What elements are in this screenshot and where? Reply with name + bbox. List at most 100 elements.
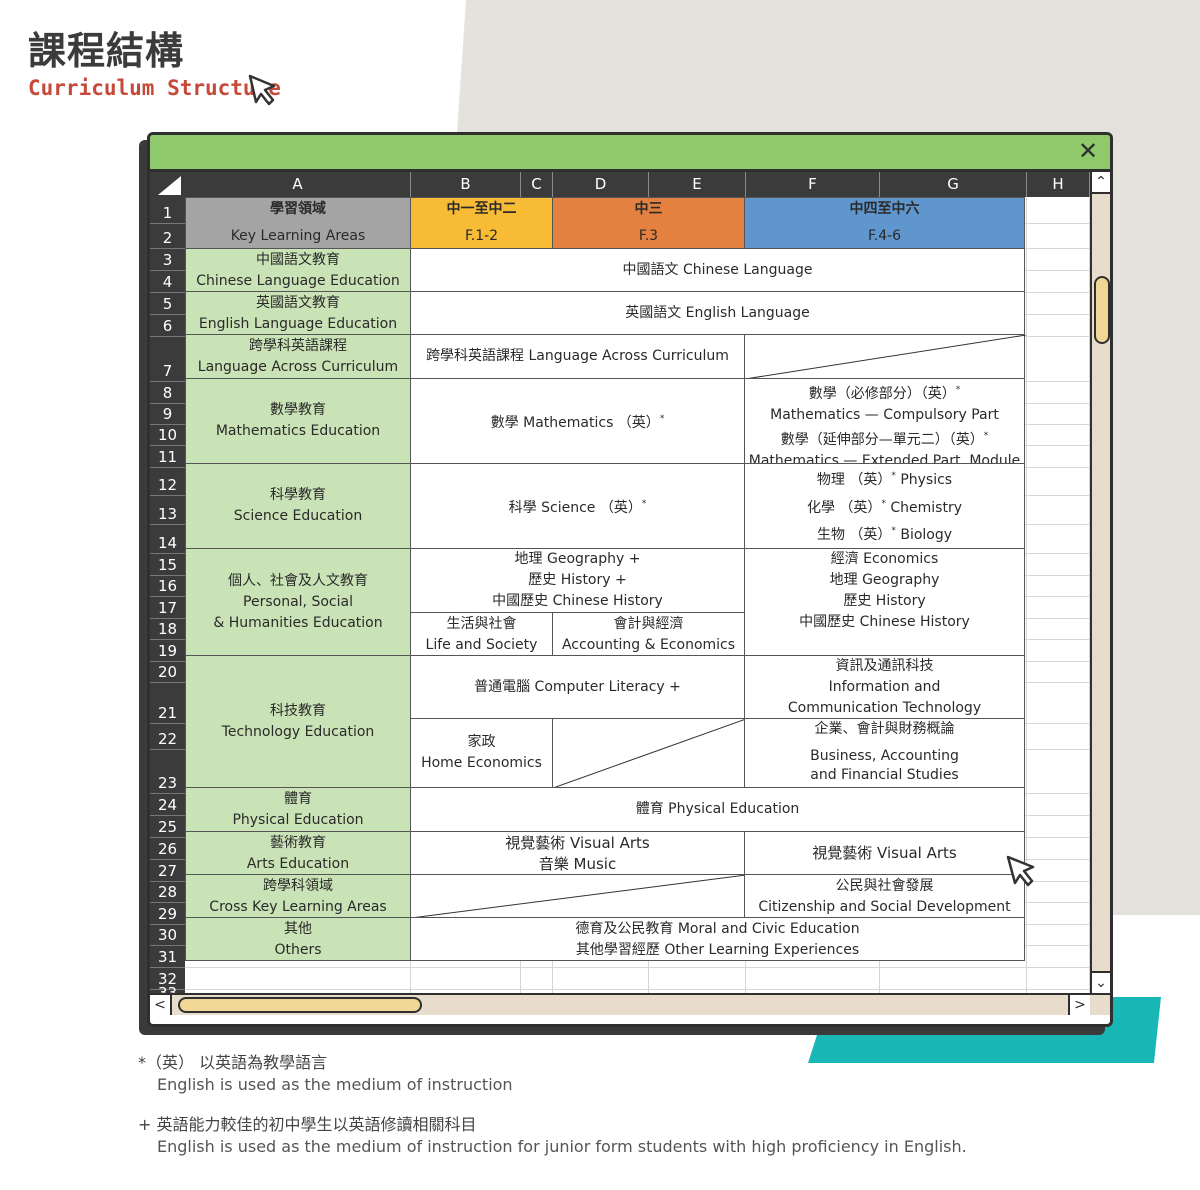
footnote-plus: + 英語能力較佳的初中學生以英語修讀相關科目 English is used a…: [138, 1115, 967, 1156]
row-header-32[interactable]: 32: [150, 968, 185, 990]
column-header-g[interactable]: G: [880, 172, 1027, 197]
chevron-left-icon[interactable]: <: [150, 995, 172, 1015]
row-header-20[interactable]: 20: [150, 662, 185, 683]
row-header-3[interactable]: 3: [150, 249, 185, 271]
row-header-27[interactable]: 27: [150, 860, 185, 882]
row-header-12[interactable]: 12: [150, 468, 185, 496]
row-header-26[interactable]: 26: [150, 838, 185, 860]
row-header-21[interactable]: 21: [150, 683, 185, 724]
column-header-a[interactable]: A: [185, 172, 411, 197]
row-header-19[interactable]: 19: [150, 640, 185, 662]
vertical-scrollbar[interactable]: ⌃ ⌄: [1090, 172, 1110, 993]
row-header-2[interactable]: 2: [150, 224, 185, 249]
grid-column-line: [1026, 197, 1027, 997]
diagonal-line: [411, 875, 746, 919]
subject-math-senior[interactable]: 數學（必修部分）（英）* Mathematics — Compulsory Pa…: [744, 378, 1025, 490]
header-f46[interactable]: 中四至中六 F.4-6: [744, 197, 1025, 249]
chevron-up-icon[interactable]: ⌃: [1092, 172, 1110, 194]
row-header-13[interactable]: 13: [150, 496, 185, 525]
chevron-right-icon[interactable]: >: [1068, 995, 1090, 1015]
subject-science-junior[interactable]: 科學 Science （英）*: [410, 463, 745, 549]
subject-life-society[interactable]: 生活與社會 Life and Society: [410, 612, 553, 656]
column-header-c[interactable]: C: [521, 172, 553, 197]
diagonal-line: [553, 719, 746, 789]
grid-column-line: [1089, 197, 1090, 997]
window-titlebar[interactable]: ✕: [150, 135, 1110, 172]
kla-technology[interactable]: 科技教育 Technology Education: [185, 655, 411, 788]
row-header-29[interactable]: 29: [150, 903, 185, 925]
row-header-22[interactable]: 22: [150, 724, 185, 750]
subject-math-junior[interactable]: 數學 Mathematics （英）*: [410, 378, 745, 464]
row-header-7[interactable]: 7: [150, 337, 185, 382]
row-header-14[interactable]: 14: [150, 525, 185, 554]
vertical-scroll-thumb[interactable]: [1094, 276, 1110, 344]
subject-science-senior[interactable]: 物理 （英）* Physics 化學 （英）* Chemistry 生物 （英）…: [744, 463, 1025, 549]
empty-cell-cross-junior[interactable]: [410, 874, 746, 919]
kla-lac[interactable]: 跨學科英語課程 Language Across Curriculum: [185, 334, 411, 379]
chevron-down-icon[interactable]: ⌄: [1092, 971, 1110, 993]
empty-cell-lac-senior[interactable]: [744, 334, 1026, 380]
row-header-10[interactable]: 10: [150, 425, 185, 446]
horizontal-scroll-thumb[interactable]: [178, 997, 422, 1013]
subject-pshe-junior[interactable]: 地理 Geography + 歷史 History + 中國歷史 Chinese…: [410, 548, 745, 613]
kla-math[interactable]: 數學教育 Mathematics Education: [185, 378, 411, 464]
kla-pe[interactable]: 體育 Physical Education: [185, 787, 411, 832]
subject-pe[interactable]: 體育 Physical Education: [410, 787, 1025, 832]
row-header-16[interactable]: 16: [150, 576, 185, 597]
pointer-cursor-icon: [248, 74, 276, 106]
subject-arts-senior[interactable]: 視覺藝術 Visual Arts: [744, 831, 1025, 875]
subject-arts-junior[interactable]: 視覺藝術 Visual Arts 音樂 Music: [410, 831, 745, 875]
kla-cross[interactable]: 跨學科領域 Cross Key Learning Areas Studies: [185, 874, 411, 936]
column-header-b[interactable]: B: [411, 172, 521, 197]
row-header-9[interactable]: 9: [150, 404, 185, 425]
subject-others[interactable]: 德育及公民教育 Moral and Civic Education 其他學習經歷…: [410, 917, 1025, 961]
kla-pshe[interactable]: 個人、社會及人文教育 Personal, Social & Humanities…: [185, 548, 411, 656]
close-icon[interactable]: ✕: [1077, 137, 1099, 165]
select-all-corner[interactable]: [150, 172, 185, 197]
column-header-e[interactable]: E: [649, 172, 746, 197]
row-header-17[interactable]: 17: [150, 597, 185, 619]
page-title-en: Curriculum Structure: [28, 76, 281, 100]
header-f12[interactable]: 中一至中二 F.1-2: [410, 197, 553, 249]
header-kla[interactable]: 學習領域 Key Learning Areas: [185, 197, 411, 249]
column-header-f[interactable]: F: [746, 172, 880, 197]
row-header-18[interactable]: 18: [150, 619, 185, 640]
row-header-23[interactable]: 23: [150, 750, 185, 794]
row-header-30[interactable]: 30: [150, 925, 185, 946]
pointer-cursor-icon: [1006, 855, 1035, 887]
row-header-25[interactable]: 25: [150, 816, 185, 838]
row-header-1[interactable]: 1: [150, 197, 185, 224]
row-header-11[interactable]: 11: [150, 446, 185, 468]
subject-home-economics[interactable]: 家政 Home Economics: [410, 718, 553, 788]
row-header-28[interactable]: 28: [150, 882, 185, 903]
horizontal-scrollbar[interactable]: < >: [150, 993, 1110, 1015]
page-title-zh: 課程結構: [28, 29, 185, 73]
header-f3[interactable]: 中三 F.3: [552, 197, 745, 249]
subject-chinese[interactable]: 中國語文 Chinese Language: [410, 248, 1025, 292]
row-header-24[interactable]: 24: [150, 794, 185, 816]
kla-chinese[interactable]: 中國語文教育 Chinese Language Education: [185, 248, 411, 292]
subject-ict[interactable]: 資訊及通訊科技 Information and Communication Te…: [744, 655, 1025, 719]
row-header-6[interactable]: 6: [150, 315, 185, 337]
kla-others[interactable]: 其他 Others: [185, 917, 411, 961]
row-header-4[interactable]: 4: [150, 271, 185, 293]
row-header-5[interactable]: 5: [150, 293, 185, 315]
row-header-31[interactable]: 31: [150, 946, 185, 968]
kla-arts[interactable]: 藝術教育 Arts Education: [185, 831, 411, 875]
subject-csd[interactable]: 公民與社會發展 Citizenship and Social Developme…: [744, 874, 1025, 918]
row-header-8[interactable]: 8: [150, 382, 185, 404]
footnote-star: *（英） 以英語為教學語言 English is used as the med…: [138, 1053, 513, 1094]
column-header-d[interactable]: D: [553, 172, 649, 197]
subject-computer-literacy[interactable]: 普通電腦 Computer Literacy +: [410, 655, 745, 719]
subject-accounting-economics[interactable]: 會計與經濟 Accounting & Economics: [552, 612, 745, 656]
kla-english[interactable]: 英國語文教育 English Language Education: [185, 291, 411, 335]
row-header-15[interactable]: 15: [150, 554, 185, 576]
kla-science[interactable]: 科學教育 Science Education: [185, 463, 411, 549]
column-header-h[interactable]: H: [1027, 172, 1090, 197]
subject-english[interactable]: 英國語文 English Language: [410, 291, 1025, 335]
subject-lac[interactable]: 跨學科英語課程 Language Across Curriculum: [410, 334, 745, 379]
empty-cell-tech-f3[interactable]: [552, 718, 746, 789]
subject-pshe-senior[interactable]: 經濟 Economics 地理 Geography 歷史 History 中國歷…: [744, 548, 1025, 656]
